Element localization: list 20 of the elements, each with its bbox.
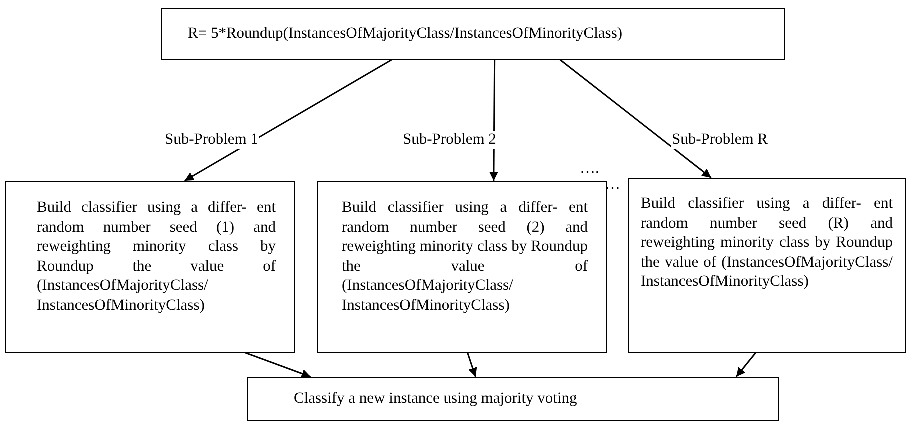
box-text: Build classifier using a differ- ent random number seed (2) and reweighting minority class by Roundup the value of (InstancesOfMajorityClass/ InstancesOfMinorityClass) <box>342 198 588 315</box>
arrow <box>736 352 756 378</box>
process-box <box>628 178 906 353</box>
process-box <box>161 8 785 60</box>
ellipsis: …. <box>580 160 600 178</box>
arrow <box>245 352 312 378</box>
process-box <box>247 377 779 421</box>
arrow <box>560 59 712 179</box>
arrow <box>184 59 392 182</box>
process-box <box>5 181 295 353</box>
edge-label: Sub-Problem 2 <box>402 131 498 149</box>
edge-label: Sub-Problem R <box>671 131 770 149</box>
arrow <box>467 352 478 378</box>
box-text: Build classifier using a differ- ent random number seed (R) and reweighting minority class by Roundup the value of (InstancesOfMajorityClass/ InstancesOfMinorityClass) <box>641 194 893 292</box>
ellipsis: … <box>605 176 620 194</box>
edge-label: Sub-Problem 1 <box>164 131 260 149</box>
box-text: Classify a new instance using majority voting <box>294 389 578 409</box>
process-box <box>317 181 607 353</box>
box-text: Build classifier using a differ- ent random number seed (1) and reweighting minority class by Roundup the value of (InstancesOfMajorityClass/ InstancesOfMinorityClass) <box>37 198 276 315</box>
box-text: R= 5*Roundup(InstancesOfMajorityClass/InstancesOfMinorityClass) <box>188 24 624 44</box>
